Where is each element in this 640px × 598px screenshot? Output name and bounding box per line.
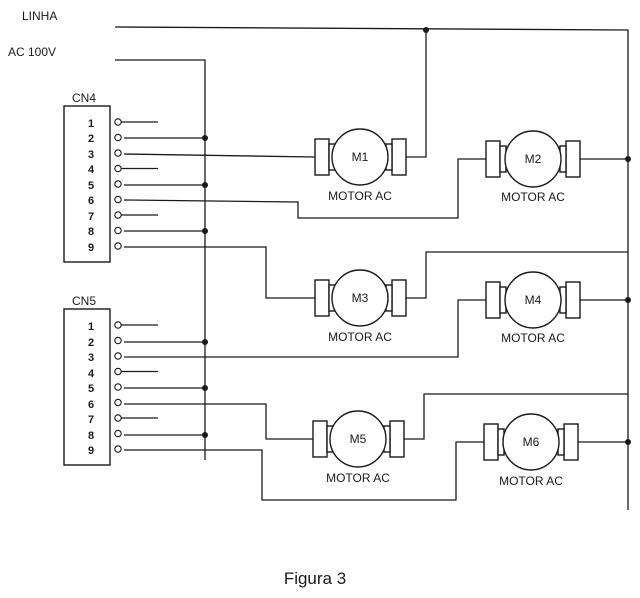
cn5-pin-label: 6 bbox=[88, 399, 94, 411]
motor-m4: M4 MOTOR AC bbox=[485, 271, 581, 345]
motor-m3-label: MOTOR AC bbox=[328, 330, 392, 344]
connector-pin bbox=[114, 180, 122, 188]
figure-caption: Figura 3 bbox=[284, 569, 346, 588]
motor-m1: M1 MOTOR AC bbox=[314, 128, 407, 203]
cn4-pin-label: 5 bbox=[88, 180, 94, 192]
cn4-pin-label: 8 bbox=[88, 226, 94, 238]
motor-m1-id: M1 bbox=[352, 150, 369, 164]
motor-m1-label: MOTOR AC bbox=[328, 189, 392, 203]
cn5-pin-labels: 1 2 3 4 5 6 7 8 9 bbox=[88, 321, 95, 457]
cn4-pin-label: 2 bbox=[88, 133, 94, 145]
motor-m5-label: MOTOR AC bbox=[326, 471, 390, 485]
connector-pin bbox=[114, 242, 122, 250]
connector-pin bbox=[114, 398, 122, 407]
junction-dots bbox=[202, 27, 631, 445]
cn4-pin-label: 3 bbox=[88, 149, 94, 161]
connector-pin bbox=[114, 414, 122, 422]
wiring bbox=[123, 30, 628, 501]
cn5-pin-label: 2 bbox=[88, 337, 94, 349]
connector-pin bbox=[114, 164, 122, 173]
connector-pin bbox=[114, 118, 122, 126]
connector-pin bbox=[114, 352, 122, 360]
cn4-pin-label: 6 bbox=[88, 195, 94, 207]
connector-pin bbox=[114, 321, 122, 329]
connector-pin bbox=[114, 429, 122, 438]
connector-cn4: CN4 bbox=[63, 91, 111, 263]
connector-pin bbox=[114, 383, 122, 391]
connector-pin bbox=[114, 195, 122, 204]
cn5-pin-label: 1 bbox=[88, 321, 94, 333]
motor-m6-id: M6 bbox=[523, 435, 540, 449]
cn4-pin-label: 9 bbox=[88, 242, 94, 254]
connector-pin bbox=[114, 149, 122, 157]
motor-m2-label: MOTOR AC bbox=[501, 190, 565, 204]
supply-lines bbox=[114, 26, 629, 510]
motor-m6-label: MOTOR AC bbox=[499, 474, 563, 488]
motor-m4-label: MOTOR AC bbox=[501, 331, 565, 345]
connector-pin bbox=[114, 133, 122, 142]
cn5-pin-label: 9 bbox=[88, 445, 94, 457]
cn4-pin-label: 7 bbox=[88, 211, 94, 223]
cn5-pin-label: 8 bbox=[88, 430, 94, 442]
motor-m5-id: M5 bbox=[350, 432, 367, 446]
cn4-pin-label: 4 bbox=[88, 164, 95, 176]
connector-pin bbox=[114, 336, 122, 345]
ac-voltage-label: AC 100V bbox=[8, 45, 56, 59]
cn4-pin-label: 1 bbox=[88, 118, 94, 130]
motor-m3-id: M3 bbox=[352, 291, 369, 305]
cn5-pin-label: 3 bbox=[88, 352, 94, 364]
connector-pin-stubs bbox=[114, 118, 158, 453]
connector-pin bbox=[114, 367, 122, 376]
motor-m2-id: M2 bbox=[525, 152, 542, 166]
motor-m3: M3 MOTOR AC bbox=[314, 269, 407, 344]
cn5-pin-label: 7 bbox=[88, 414, 94, 426]
connector-pin bbox=[114, 445, 122, 453]
motor-m5: M5 MOTOR AC bbox=[312, 410, 405, 485]
connector-cn4-label: CN4 bbox=[72, 91, 96, 105]
connector-cn5: CN5 bbox=[63, 294, 111, 466]
connector-pin bbox=[114, 211, 122, 219]
connector-pin bbox=[114, 226, 122, 235]
motor-m4-id: M4 bbox=[525, 293, 542, 307]
linha-label: LINHA bbox=[22, 9, 57, 23]
cn5-pin-label: 5 bbox=[88, 383, 94, 395]
cn4-pin-labels: 1 2 3 4 5 6 7 8 9 bbox=[88, 118, 95, 254]
motor-m2: M2 MOTOR AC bbox=[485, 130, 581, 204]
connector-cn5-label: CN5 bbox=[72, 294, 96, 308]
cn5-pin-label: 4 bbox=[88, 368, 95, 380]
motor-m6: M6 MOTOR AC bbox=[483, 413, 579, 488]
